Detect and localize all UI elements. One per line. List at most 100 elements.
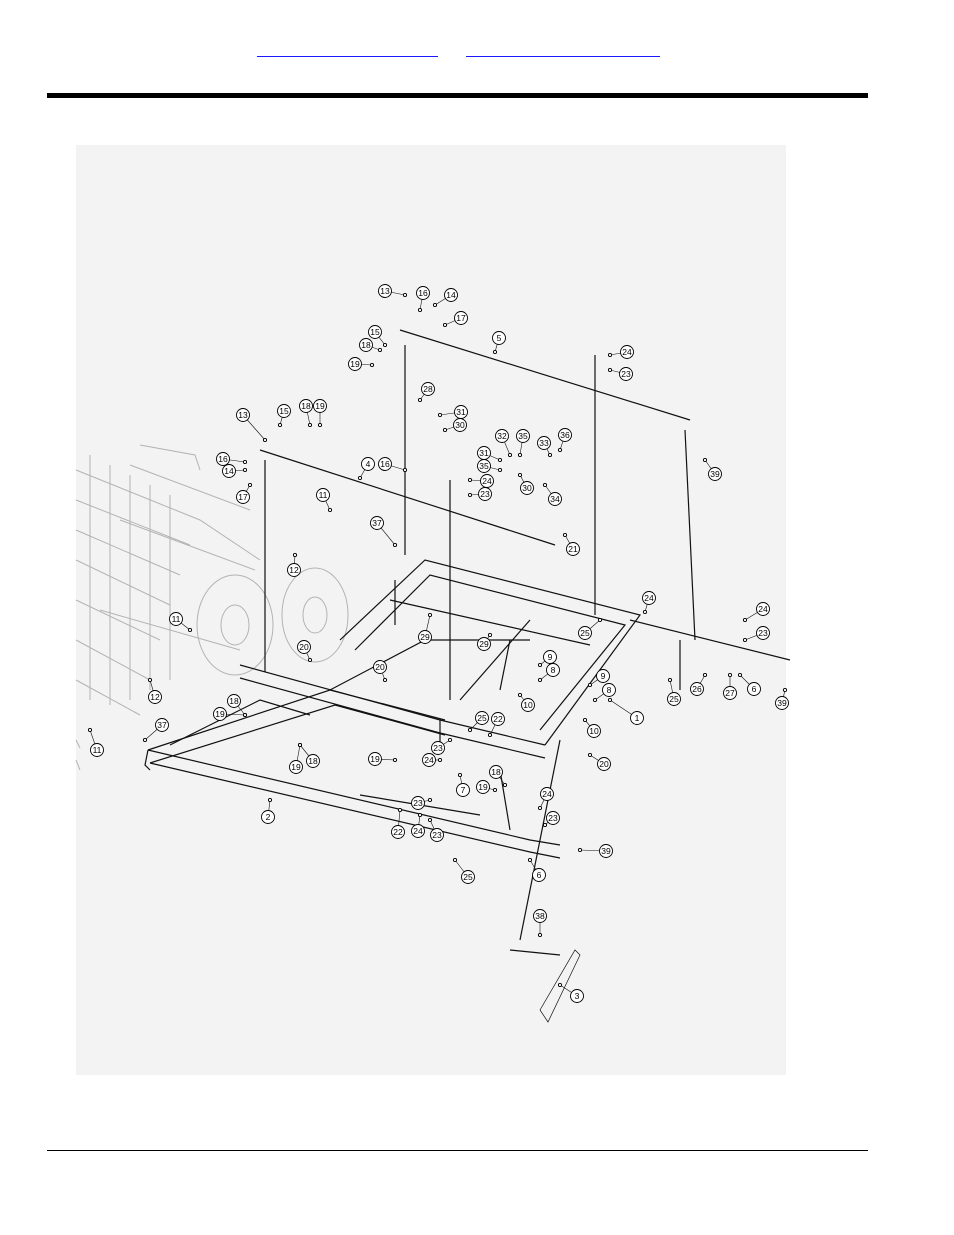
callout-circle	[431, 741, 445, 755]
callout-point	[369, 362, 375, 368]
callout-17: 17	[236, 482, 253, 504]
callout-23: 23	[542, 811, 560, 828]
ghost-adjacent-frame	[75, 444, 349, 771]
callout-circle	[430, 828, 444, 842]
callout-number: 23	[621, 369, 631, 379]
callout-point	[392, 757, 398, 763]
callout-32: 32	[495, 429, 513, 458]
callout-circle	[368, 752, 382, 766]
callout-circle	[378, 284, 392, 298]
callout-number: 4	[366, 459, 371, 469]
callout-circle	[299, 399, 313, 413]
callout-circle	[227, 694, 241, 708]
callout-number: 12	[150, 692, 160, 702]
callout-point	[357, 475, 363, 481]
callout-38: 38	[533, 909, 547, 938]
callout-number: 10	[523, 700, 533, 710]
callout-number: 23	[432, 830, 442, 840]
callout-number: 24	[758, 604, 768, 614]
callout-23: 23	[427, 817, 444, 842]
callout-number: 24	[413, 826, 423, 836]
callout-9: 9	[587, 669, 610, 688]
callout-number: 20	[299, 642, 309, 652]
callout-20: 20	[297, 640, 313, 663]
callout-point	[507, 452, 513, 458]
callout-circle	[492, 331, 506, 345]
callout-16: 16	[216, 452, 248, 466]
callout-8: 8	[537, 663, 560, 683]
callout-23: 23	[411, 796, 433, 810]
callout-point	[382, 342, 388, 348]
callout-point	[397, 807, 403, 813]
callout-point	[327, 507, 333, 513]
callout-number: 18	[229, 696, 239, 706]
callout-circle	[620, 345, 634, 359]
callout-1: 1	[607, 697, 644, 725]
callout-number: 13	[380, 286, 390, 296]
callout-point	[382, 677, 388, 683]
callout-10: 10	[582, 717, 601, 738]
callout-circle	[456, 783, 470, 797]
callout-11: 11	[316, 488, 333, 513]
callout-point	[467, 492, 473, 498]
callout-18: 18	[359, 338, 383, 353]
callout-circle	[422, 753, 436, 767]
callout-number: 23	[548, 813, 558, 823]
callout-circle	[495, 429, 509, 443]
callout-number: 27	[725, 688, 735, 698]
callout-number: 11	[172, 614, 181, 624]
callout-point	[592, 697, 598, 703]
callout-number: 20	[375, 662, 385, 672]
callout-35: 35	[477, 459, 503, 473]
callout-25: 25	[452, 857, 475, 884]
callout-circle	[461, 870, 475, 884]
callout-point	[537, 662, 543, 668]
callout-point	[487, 632, 493, 638]
callout-19: 19	[368, 752, 398, 766]
callout-circle	[444, 288, 458, 302]
callout-circle	[540, 787, 554, 801]
callout-20: 20	[587, 752, 611, 771]
callout-circle	[416, 286, 430, 300]
callout-20: 20	[373, 660, 388, 683]
callout-point	[527, 857, 533, 863]
callout-point	[417, 812, 423, 818]
callout-number: 24	[542, 789, 552, 799]
callout-number: 20	[599, 759, 609, 769]
callout-9: 9	[537, 650, 557, 668]
callout-22: 22	[391, 807, 405, 839]
callout-point	[742, 637, 748, 643]
callout-circle	[619, 367, 633, 381]
header-link-2[interactable]	[466, 44, 660, 57]
callout-28: 28	[417, 382, 435, 403]
callout-circle	[477, 459, 491, 473]
callout-point	[242, 467, 248, 473]
callout-point	[517, 692, 523, 698]
callout-circle	[222, 464, 236, 478]
callout-circle	[489, 765, 503, 779]
callout-number: 18	[301, 401, 311, 411]
callout-circle	[348, 357, 362, 371]
callout-point	[537, 805, 543, 811]
callout-number: 23	[758, 628, 768, 638]
callout-point	[607, 352, 613, 358]
callout-33: 33	[537, 436, 553, 458]
callout-number: 1	[635, 713, 640, 723]
callout-point	[432, 302, 438, 308]
header-link-1[interactable]	[257, 44, 438, 57]
callout-point	[292, 552, 298, 558]
callout-point	[142, 737, 148, 743]
callout-circle	[596, 669, 610, 683]
callout-number: 18	[491, 767, 501, 777]
callout-circle	[411, 824, 425, 838]
callout-number: 11	[93, 745, 102, 755]
callout-circle	[391, 825, 405, 839]
callout-point	[557, 982, 563, 988]
callout-circle	[148, 690, 162, 704]
callout-number: 24	[424, 755, 434, 765]
callout-circle	[261, 810, 275, 824]
callout-number: 29	[420, 632, 430, 642]
callout-circle	[289, 760, 303, 774]
callout-point	[782, 687, 788, 693]
callout-circle	[480, 474, 494, 488]
